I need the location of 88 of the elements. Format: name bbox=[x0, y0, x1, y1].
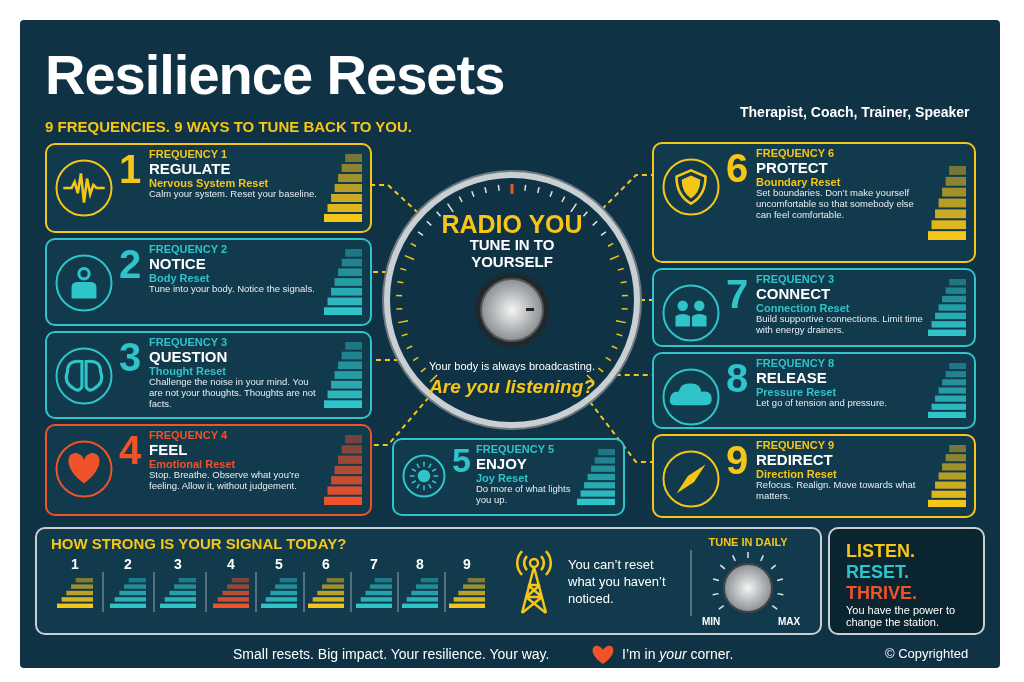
frequency-title: FEEL bbox=[149, 441, 189, 458]
frequency-number: 1 bbox=[119, 147, 142, 191]
dial-caption: Your body is always broadcasting. bbox=[428, 360, 596, 372]
column-number: 3 bbox=[173, 556, 183, 572]
frequency-card bbox=[652, 268, 976, 347]
title: Resilience Resets bbox=[45, 42, 505, 107]
frequency-title: CONNECT bbox=[756, 285, 832, 302]
frequency-title: REDIRECT bbox=[756, 451, 834, 468]
panel-heading: HOW STRONG IS YOUR SIGNAL TODAY? bbox=[51, 535, 347, 552]
column-number: 8 bbox=[415, 556, 425, 572]
frequency-title: QUESTION bbox=[149, 348, 229, 365]
frequency-number: 2 bbox=[119, 242, 142, 286]
motto-caption: You have the power to change the station. bbox=[846, 604, 957, 628]
motto-word: RESET. bbox=[846, 562, 911, 583]
frequency-card bbox=[652, 142, 976, 263]
footer-text: Small resets. Big impact. Your resilience. Your way. bbox=[233, 646, 550, 662]
frequency-number: 8 bbox=[726, 356, 749, 400]
frequency-title: RELEASE bbox=[756, 369, 828, 386]
dial-subheading: TUNE IN TO YOURSELF bbox=[468, 236, 556, 270]
frequency-card bbox=[392, 438, 625, 516]
frequency-number: 3 bbox=[119, 335, 142, 379]
frequency-card bbox=[45, 424, 372, 516]
reset-name: Boundary Reset bbox=[756, 176, 842, 188]
column-number: 2 bbox=[123, 556, 133, 572]
column-number: 7 bbox=[369, 556, 379, 572]
frequency-label: FREQUENCY 4 bbox=[149, 429, 229, 441]
frequency-card bbox=[45, 143, 372, 233]
tagline: Therapist, Coach, Trainer, Speaker bbox=[740, 104, 970, 120]
dashed-connector bbox=[639, 299, 653, 301]
reset-name: Direction Reset bbox=[756, 468, 838, 480]
description: Refocus. Realign. Move towards what matters. bbox=[756, 480, 917, 502]
description: Stop. Breathe. Observe what you’re feeling. Allow it, without judgement. bbox=[149, 470, 301, 492]
frequency-label: FREQUENCY 8 bbox=[756, 357, 836, 369]
frequency-label: FREQUENCY 3 bbox=[149, 336, 229, 348]
reset-name: Thought Reset bbox=[149, 365, 226, 377]
frequency-label: FREQUENCY 2 bbox=[149, 243, 229, 255]
frequency-label: FREQUENCY 3 bbox=[756, 273, 836, 285]
frequency-card bbox=[45, 331, 372, 419]
frequency-label: FREQUENCY 6 bbox=[756, 147, 836, 159]
column-number: 5 bbox=[274, 556, 284, 572]
frequency-label: FREQUENCY 1 bbox=[149, 148, 229, 160]
frequency-card bbox=[652, 352, 976, 429]
frequency-number: 6 bbox=[726, 146, 749, 190]
frequency-title: ENJOY bbox=[476, 455, 528, 472]
dashed-connector bbox=[601, 174, 653, 211]
scale-label: MAX bbox=[778, 616, 801, 627]
frequency-number: 9 bbox=[726, 438, 749, 482]
description: Tune into your body. Notice the signals. bbox=[149, 284, 316, 295]
signal-panel bbox=[35, 527, 822, 635]
reset-name: Pressure Reset bbox=[756, 386, 838, 398]
column-number: 6 bbox=[321, 556, 331, 572]
dial-question: Are you listening? bbox=[428, 376, 596, 398]
copyright-notice: © Copyrighted bbox=[885, 646, 969, 661]
reset-name: Body Reset bbox=[149, 272, 211, 284]
motto-panel bbox=[828, 527, 985, 635]
dashed-connector bbox=[371, 184, 420, 214]
footer-text: I’m in your corner. bbox=[622, 646, 734, 662]
knob-caption: TUNE IN DAILY bbox=[708, 536, 788, 548]
subtitle: 9 FREQUENCIES. 9 WAYS TO TUNE BACK TO YOU. bbox=[45, 118, 413, 135]
note: You can’t reset what you haven’t noticed. bbox=[568, 557, 667, 608]
frequency-card bbox=[652, 434, 976, 518]
frequency-number: 4 bbox=[119, 428, 142, 472]
reset-name: Emotional Reset bbox=[149, 458, 237, 470]
column-number: 4 bbox=[226, 556, 236, 572]
description: Set boundaries. Don’t make yourself uncomfortable so that somebody else can feel comfortable. bbox=[756, 188, 915, 221]
description: Calm your system. Reset your baseline. bbox=[149, 189, 318, 200]
frequency-number: 5 bbox=[452, 442, 471, 480]
dashed-connector bbox=[371, 396, 430, 446]
frequency-title: PROTECT bbox=[756, 159, 829, 176]
motto-word: THRIVE. bbox=[846, 583, 918, 604]
frequency-label: FREQUENCY 5 bbox=[476, 443, 556, 455]
reset-name: Nervous System Reset bbox=[149, 177, 270, 189]
frequency-title: NOTICE bbox=[149, 255, 207, 272]
reset-name: Joy Reset bbox=[476, 472, 529, 484]
description: Do more of what lights you up. bbox=[476, 484, 572, 506]
description: Challenge the noise in your mind. You are not your thoughts. Thoughts are not facts. bbox=[149, 377, 317, 410]
motto-word: LISTEN. bbox=[846, 541, 916, 562]
column-number: 1 bbox=[70, 556, 80, 572]
dial-heading: RADIO YOU bbox=[440, 210, 584, 239]
description: Let go of tension and pressure. bbox=[756, 398, 888, 409]
column-number: 9 bbox=[462, 556, 472, 572]
frequency-number: 7 bbox=[726, 272, 749, 316]
reset-name: Connection Reset bbox=[756, 302, 851, 314]
frequency-card bbox=[45, 238, 372, 326]
description: Build supportive connections. Limit time with energy drainers. bbox=[756, 314, 924, 336]
frequency-label: FREQUENCY 9 bbox=[756, 439, 836, 451]
scale-label: MIN bbox=[702, 616, 721, 627]
frequency-title: REGULATE bbox=[149, 160, 232, 177]
